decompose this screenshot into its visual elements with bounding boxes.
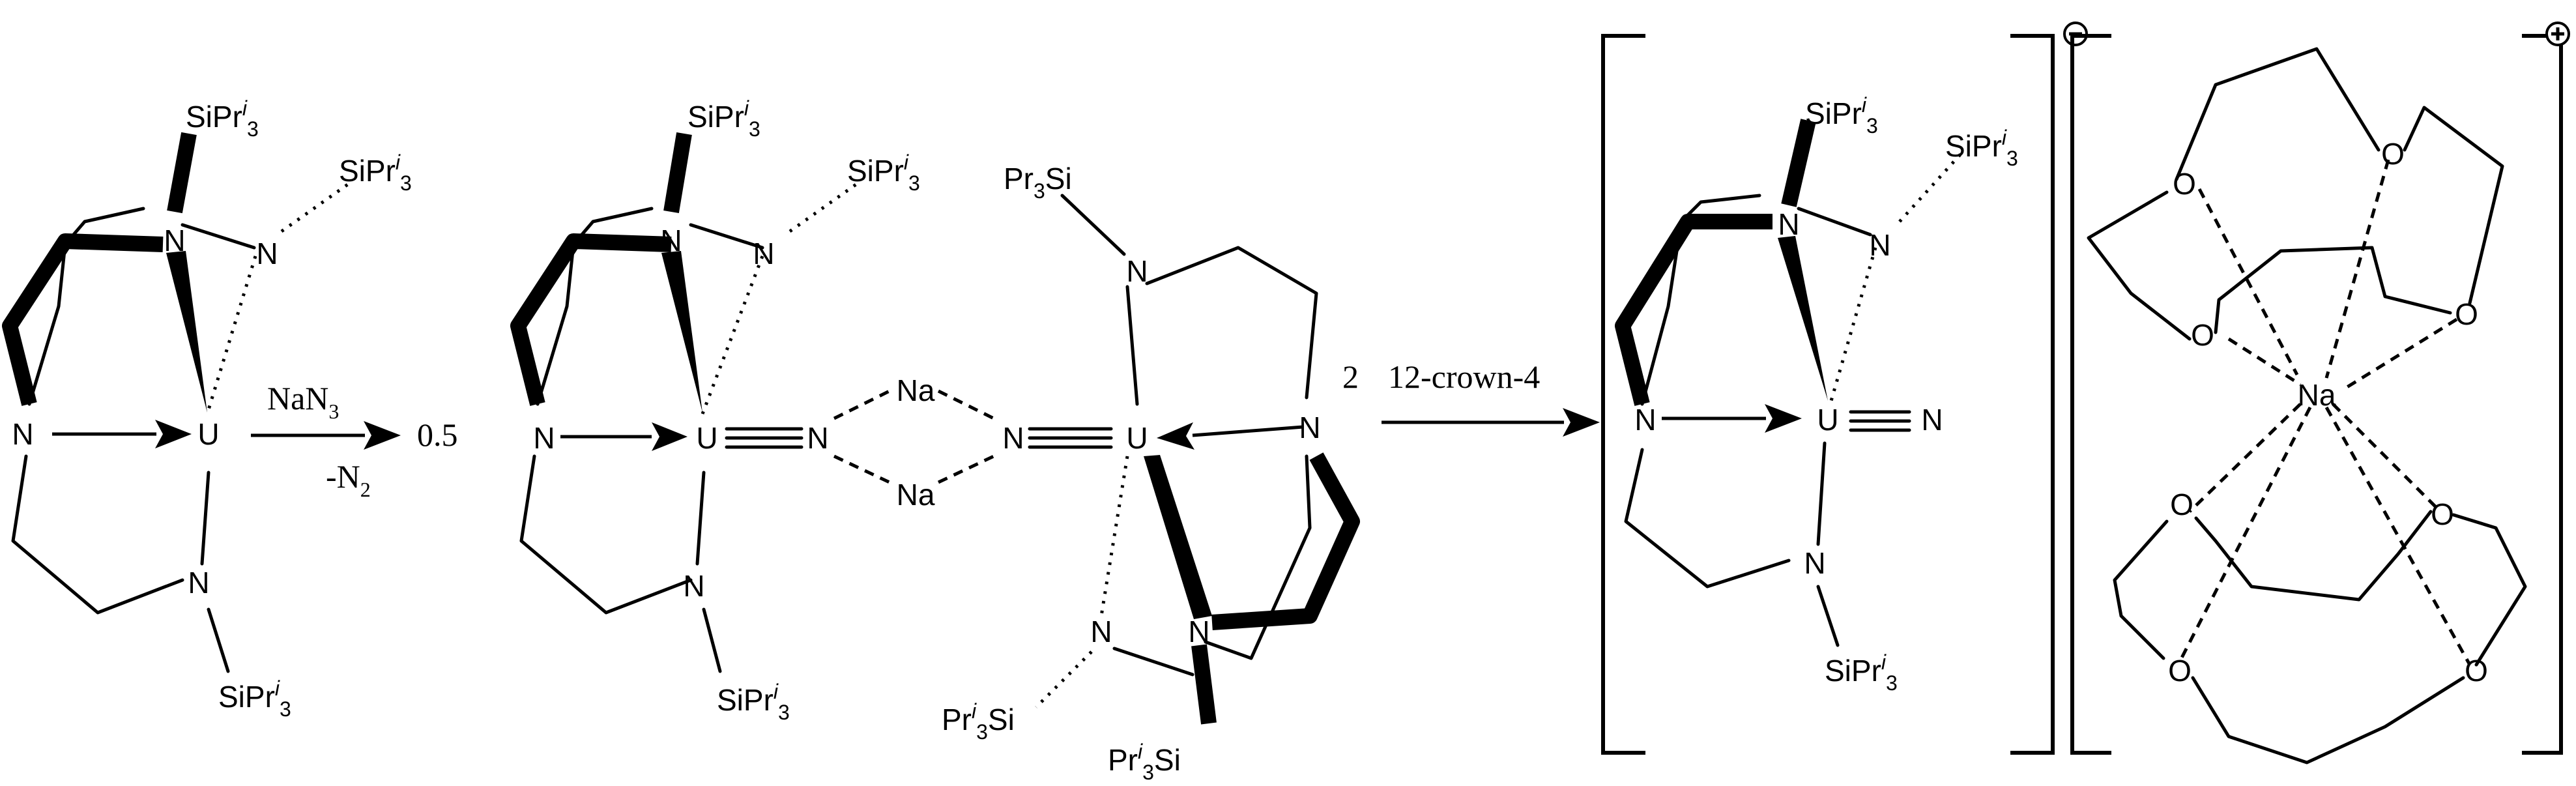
anion-charge-minus: − bbox=[2063, 22, 2088, 46]
c1-uranium: U bbox=[197, 417, 219, 451]
crown-oxygen-6: O bbox=[2431, 497, 2454, 531]
reaction-arrow-2: 2 12-crown-4 bbox=[1342, 358, 1600, 437]
c2-nitrogen-left: N bbox=[533, 421, 555, 455]
crown-oxygen-5: O bbox=[2170, 488, 2193, 521]
crown-oxygen-8: O bbox=[2465, 654, 2488, 688]
c2-silyl-left-right: SiPri3 bbox=[847, 151, 920, 195]
stoichiometry-two: 2 bbox=[1342, 358, 1359, 395]
c1-nitrogen-left: N bbox=[12, 417, 33, 451]
complex-2-right-bonds bbox=[1035, 194, 1360, 725]
an-uranium: U bbox=[1817, 403, 1838, 437]
cation-charge-plus: + bbox=[2545, 22, 2570, 46]
c2-nitrogen-right-bottom: N bbox=[1090, 615, 1112, 648]
c2-sodium-top: Na bbox=[897, 373, 935, 407]
product-anion: − N N N N U N SiPri3 SiPri3 SiPri3 bbox=[1601, 22, 2088, 755]
complex-2-labels: N N N N U N Na Na N U N N N N SiPri3 SiP… bbox=[533, 96, 1320, 784]
an-silyl-bottom: SiPri3 bbox=[1825, 650, 1898, 695]
complex-1: N N N N U SiPri3 SiPri3 SiPri3 bbox=[2, 96, 412, 721]
crown-ether-top bbox=[2087, 47, 2504, 390]
complex-1-labels: N N N N U SiPri3 SiPri3 SiPri3 bbox=[12, 96, 411, 721]
anion-bracket-right bbox=[2010, 34, 2055, 755]
reagent-12-crown-4: 12-crown-4 bbox=[1388, 358, 1540, 395]
anion-labels: N N N N U N SiPri3 SiPri3 SiPri3 bbox=[1634, 93, 2018, 695]
an-terminal-nitride: N bbox=[1921, 403, 1943, 437]
anion-bracket-left bbox=[1601, 34, 1645, 755]
c2-nitride-left: N bbox=[807, 421, 828, 455]
complex-2: N N N N U N Na Na N U N N N N SiPri3 SiP… bbox=[510, 96, 1360, 784]
c1-nitrogen-hashed: N bbox=[256, 237, 278, 270]
c2-silyl-right-top: Pr3Si bbox=[1004, 162, 1072, 203]
complex-2-bridge-bonds bbox=[725, 389, 1113, 484]
c1-silyl-right: SiPri3 bbox=[339, 151, 412, 195]
product-cation: + O O O O Na O O O O bbox=[2070, 22, 2570, 764]
c2-nitrogen-hashed: N bbox=[753, 237, 774, 270]
anion-bonds bbox=[1615, 119, 1963, 647]
reaction-arrow-1: NaN3 -N2 0.5 bbox=[251, 380, 458, 501]
c1-nitrogen-bottom: N bbox=[188, 566, 209, 600]
crown-oxygen-1: O bbox=[2173, 167, 2196, 201]
an-nitrogen-bottom: N bbox=[1804, 546, 1825, 580]
c2-nitrogen-bottom: N bbox=[683, 569, 704, 603]
c2-nitrogen-right-wedge: N bbox=[1188, 615, 1209, 648]
c1-silyl-top: SiPri3 bbox=[186, 96, 259, 141]
reagent-sodium-azide: NaN3 bbox=[267, 380, 339, 423]
c2-nitrogen-top: N bbox=[660, 224, 682, 257]
an-nitrogen-top: N bbox=[1778, 207, 1799, 241]
crown-oxygen-3: O bbox=[2455, 297, 2478, 331]
complex-2-left-bonds bbox=[510, 132, 858, 673]
c2-silyl-right-bottom: Pri3Si bbox=[1108, 740, 1181, 784]
an-silyl-top: SiPri3 bbox=[1805, 93, 1878, 138]
an-silyl-right: SiPri3 bbox=[1945, 126, 2018, 170]
crown-oxygen-4: O bbox=[2191, 318, 2214, 352]
c2-uranium-right: U bbox=[1126, 421, 1148, 455]
c2-silyl-right-bottom-left: Pri3Si bbox=[942, 699, 1015, 744]
c1-nitrogen-top: N bbox=[164, 224, 185, 257]
byproduct-dinitrogen: -N2 bbox=[326, 458, 371, 501]
an-nitrogen-left: N bbox=[1634, 403, 1656, 437]
stoichiometry-half: 0.5 bbox=[417, 416, 458, 453]
cation-bracket-left bbox=[2070, 34, 2111, 755]
an-nitrogen-hashed: N bbox=[1869, 228, 1890, 262]
complex-1-bonds bbox=[2, 132, 350, 673]
c2-silyl-left-top: SiPri3 bbox=[687, 96, 760, 141]
cation-labels: O O O O Na O O O O bbox=[2168, 137, 2488, 688]
c2-uranium-left: U bbox=[696, 421, 717, 455]
c2-nitrogen-right-ring: N bbox=[1299, 411, 1320, 444]
crown-oxygen-7: O bbox=[2168, 654, 2192, 688]
crown-oxygen-2: O bbox=[2381, 137, 2405, 171]
crown-ether-bottom bbox=[2113, 403, 2527, 764]
c2-sodium-bottom: Na bbox=[897, 478, 935, 512]
c2-nitride-right: N bbox=[1002, 421, 1024, 455]
c2-silyl-left-bottom: SiPri3 bbox=[717, 680, 790, 724]
c1-silyl-bottom: SiPri3 bbox=[218, 677, 291, 721]
cation-bracket-right bbox=[2522, 34, 2563, 755]
c2-nitrogen-right-top: N bbox=[1126, 254, 1148, 288]
cation-sodium: Na bbox=[2298, 378, 2336, 412]
